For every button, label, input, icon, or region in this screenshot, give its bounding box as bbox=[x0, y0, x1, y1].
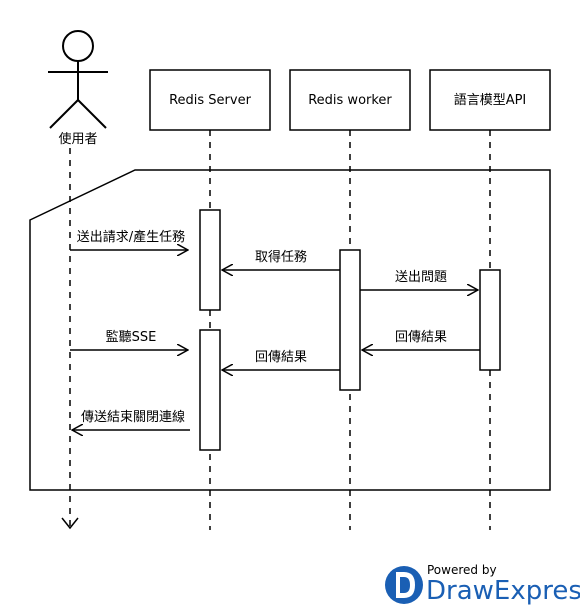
message-label-m7: 傳送結束關閉連線 bbox=[81, 409, 185, 425]
drawexpress-logo-icon bbox=[385, 566, 423, 604]
participant-redis-worker-label: Redis worker bbox=[308, 93, 392, 108]
activation-redis-server-1 bbox=[199, 209, 221, 311]
powered-by-label: Powered by bbox=[427, 563, 497, 577]
actor-lifeline-end-arrow bbox=[61, 517, 79, 530]
activation-redis-worker bbox=[339, 249, 361, 391]
message-label-m2: 取得任務 bbox=[255, 249, 307, 265]
message-label-m5: 回傳結果 bbox=[395, 330, 447, 345]
participant-llm-api-label: 語言模型API bbox=[454, 92, 527, 108]
participant-redis-server-label: Redis Server bbox=[169, 93, 252, 108]
fragment-frame bbox=[29, 169, 551, 491]
activation-redis-server-2 bbox=[199, 329, 221, 451]
activation-llm-api bbox=[479, 269, 501, 371]
participant-redis-server: Redis Server bbox=[149, 69, 271, 131]
message-label-m4: 監聽SSE bbox=[106, 329, 157, 345]
brand-name: DrawExpress bbox=[426, 576, 580, 606]
actor-user-icon bbox=[48, 30, 108, 129]
message-label-m1: 送出請求/產生任務 bbox=[77, 229, 185, 245]
message-label-m3: 送出問題 bbox=[395, 270, 447, 285]
actor-label: 使用者 bbox=[58, 131, 97, 147]
participant-llm-api: 語言模型API bbox=[429, 69, 551, 131]
participant-redis-worker: Redis worker bbox=[289, 69, 411, 131]
message-label-m6: 回傳結果 bbox=[255, 350, 307, 365]
